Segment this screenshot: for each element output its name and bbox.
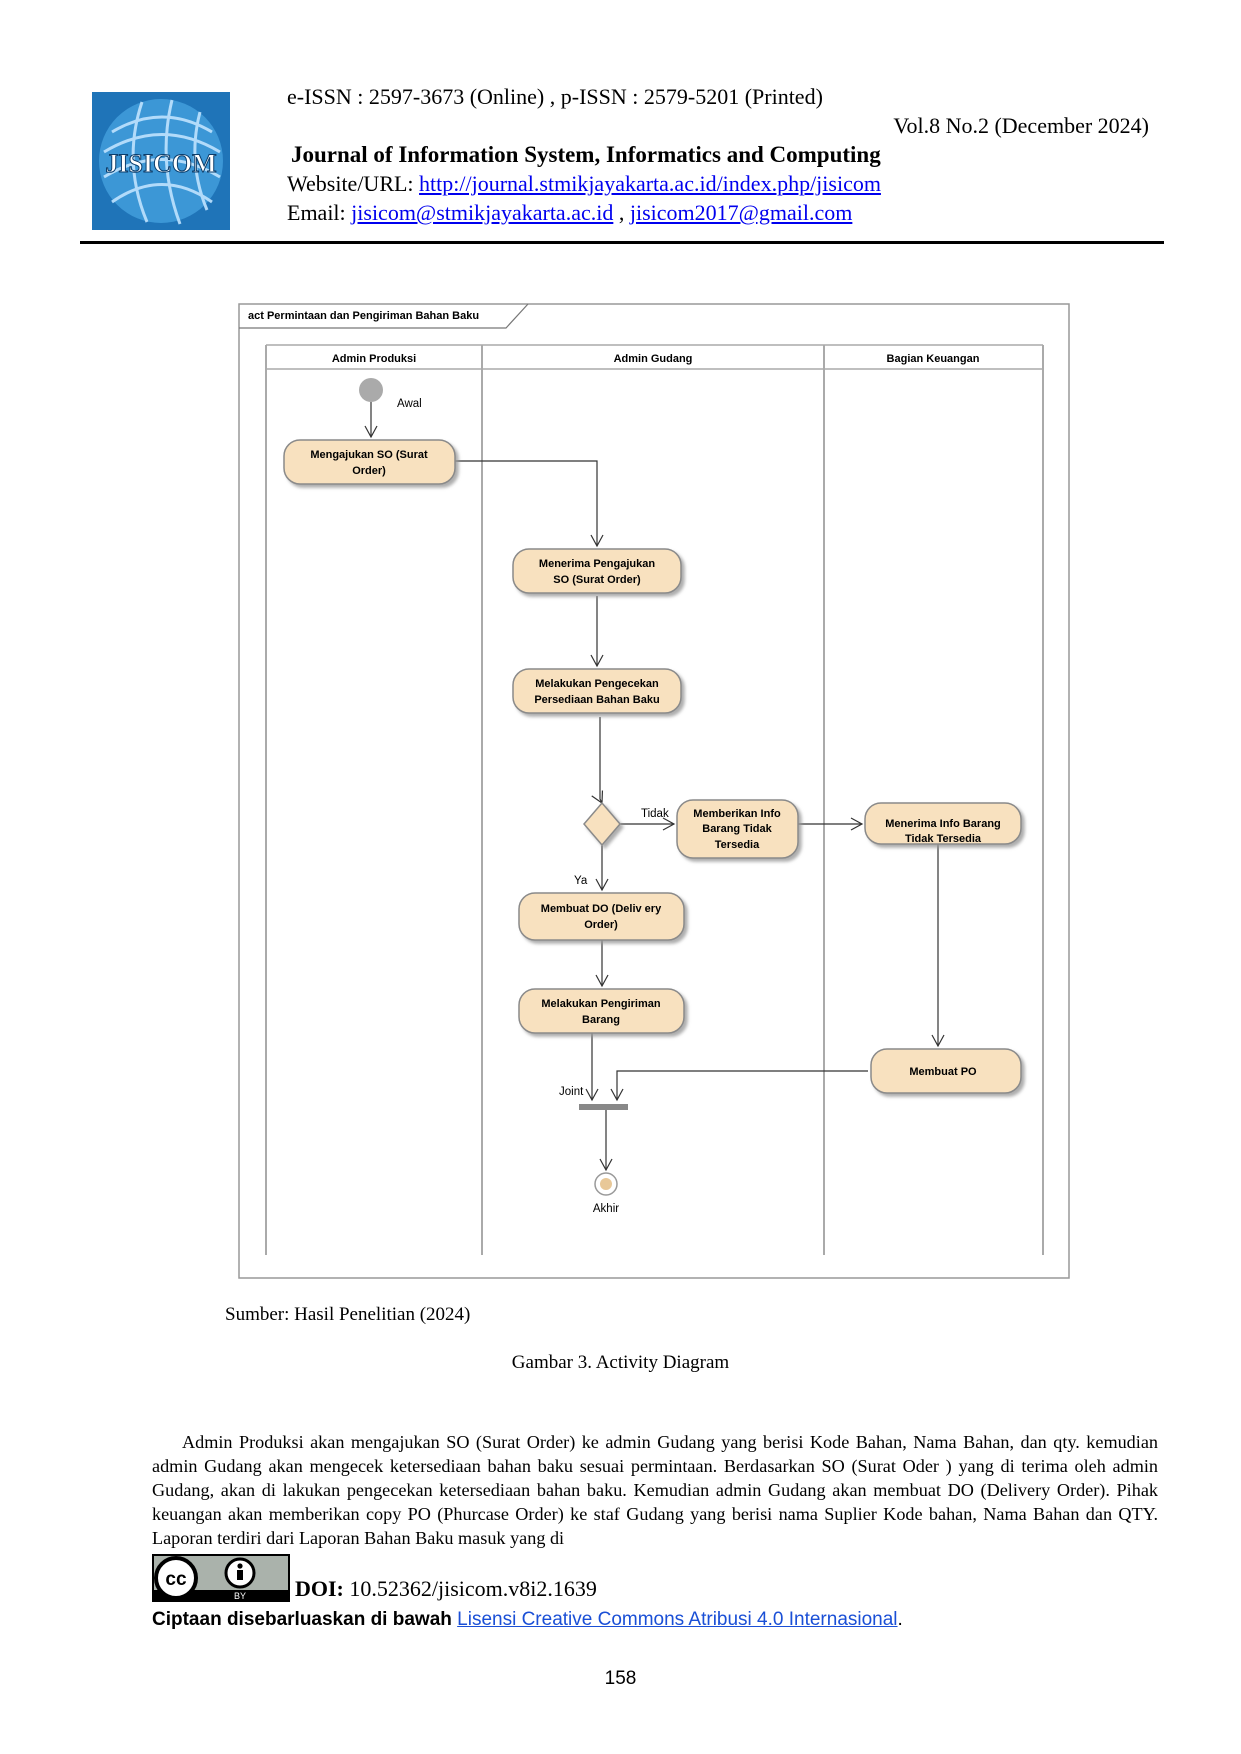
- website-label: Website/URL:: [287, 171, 420, 196]
- header-rule: [80, 241, 1164, 244]
- website-line: Website/URL: http://journal.stmikjayakar…: [287, 171, 881, 197]
- license-suffix: .: [897, 1609, 903, 1630]
- a4-line2: Barang Tidak: [702, 823, 772, 835]
- join-label: Joint: [559, 1086, 584, 1098]
- a5-line1: Menerima Info Barang: [885, 818, 1001, 830]
- guard-tidak: Tidak: [641, 808, 669, 820]
- a7-line2: Barang: [582, 1014, 620, 1026]
- swimlanes: [265, 344, 1044, 1255]
- activity-diagram: act Permintaan dan Pengiriman Bahan Baku…: [238, 303, 1070, 1279]
- activity-melakukan-pengiriman: [518, 988, 685, 1034]
- a3-line1: Melakukan Pengecekan: [535, 678, 659, 690]
- journal-logo: JISICOM: [92, 92, 230, 230]
- page-number: 158: [604, 1668, 637, 1689]
- a2-line2: SO (Surat Order): [553, 574, 641, 586]
- diagram-edges: [364, 402, 945, 1172]
- lane-admin-gudang: Admin Gudang: [614, 353, 693, 365]
- body-paragraph: Admin Produksi akan mengajukan SO (Surat…: [152, 1432, 1158, 1548]
- activity-menerima-info: [864, 802, 1022, 845]
- a1-line2: Order): [352, 465, 386, 477]
- activity-membuat-po: [870, 1048, 1022, 1094]
- guard-ya: Ya: [574, 875, 588, 887]
- a1-line1: Mengajukan SO (Surat: [310, 449, 428, 461]
- a5-line2: Tidak Tersedia: [905, 833, 982, 845]
- join-bar: [579, 1104, 628, 1110]
- decision-node: [583, 801, 621, 847]
- lane-bagian-keuangan: Bagian Keuangan: [887, 353, 980, 365]
- email-separator: ,: [613, 200, 630, 225]
- license-link[interactable]: Lisensi Creative Commons Atribusi 4.0 In…: [457, 1609, 898, 1630]
- figure-source: Sumber: Hasil Penelitian (2024): [225, 1304, 471, 1325]
- a7-line1: Melakukan Pengiriman: [541, 998, 660, 1010]
- activity-memberikan-info: [676, 799, 799, 859]
- doi-line: DOI: 10.52362/jisicom.v8i2.1639: [295, 1576, 597, 1602]
- license-line: Ciptaan disebarluaskan di bawah Lisensi …: [152, 1609, 903, 1631]
- email-line: Email: jisicom@stmikjayakarta.ac.id , ji…: [287, 200, 852, 226]
- a3-line2: Persediaan Bahan Baku: [534, 694, 659, 706]
- doi-label: DOI:: [295, 1576, 344, 1601]
- figure-caption: Gambar 3. Activity Diagram: [511, 1352, 730, 1373]
- activity-melakukan-pengecekan: [512, 668, 682, 714]
- email-label: Email:: [287, 200, 352, 225]
- initial-node: [359, 378, 383, 402]
- website-link[interactable]: http://journal.stmikjayakarta.ac.id/inde…: [419, 171, 881, 196]
- a8-line1: Membuat PO: [909, 1066, 977, 1078]
- license-prefix: Ciptaan disebarluaskan di bawah: [152, 1609, 458, 1630]
- a6-line2: Order): [584, 919, 618, 931]
- activity-menerima-pengajukan: [512, 548, 682, 594]
- cc-by-badge[interactable]: cc BY: [152, 1554, 290, 1602]
- volume-line: Vol.8 No.2 (December 2024): [893, 113, 1149, 138]
- issn-line: e-ISSN : 2597-3673 (Online) , p-ISSN : 2…: [287, 84, 823, 109]
- initial-node-label: Awal: [397, 398, 422, 410]
- journal-title: Journal of Information System, Informati…: [291, 142, 881, 167]
- body-text: Admin Produksi akan mengajukan SO (Surat…: [152, 1430, 1158, 1550]
- activity-membuat-do: [518, 892, 685, 941]
- a4-line1: Memberikan Info: [693, 808, 781, 820]
- a6-line1: Membuat DO (Deliv ery: [541, 903, 662, 915]
- logo-text: JISICOM: [105, 149, 216, 178]
- lane-admin-produksi: Admin Produksi: [332, 353, 416, 365]
- cc-badge-label: BY: [234, 1591, 246, 1601]
- a4-line3: Tersedia: [715, 839, 760, 851]
- email-link-1[interactable]: jisicom@stmikjayakarta.ac.id: [351, 200, 614, 225]
- doi-value: 10.52362/jisicom.v8i2.1639: [343, 1576, 597, 1601]
- email-link-2[interactable]: jisicom2017@gmail.com: [629, 200, 853, 225]
- cc-icon: cc: [165, 1569, 187, 1590]
- a2-line1: Menerima Pengajukan: [539, 558, 655, 570]
- activity-mengajukan-so: [283, 439, 456, 485]
- frame-title: act Permintaan dan Pengiriman Bahan Baku: [248, 310, 479, 322]
- final-node-label: Akhir: [593, 1203, 619, 1215]
